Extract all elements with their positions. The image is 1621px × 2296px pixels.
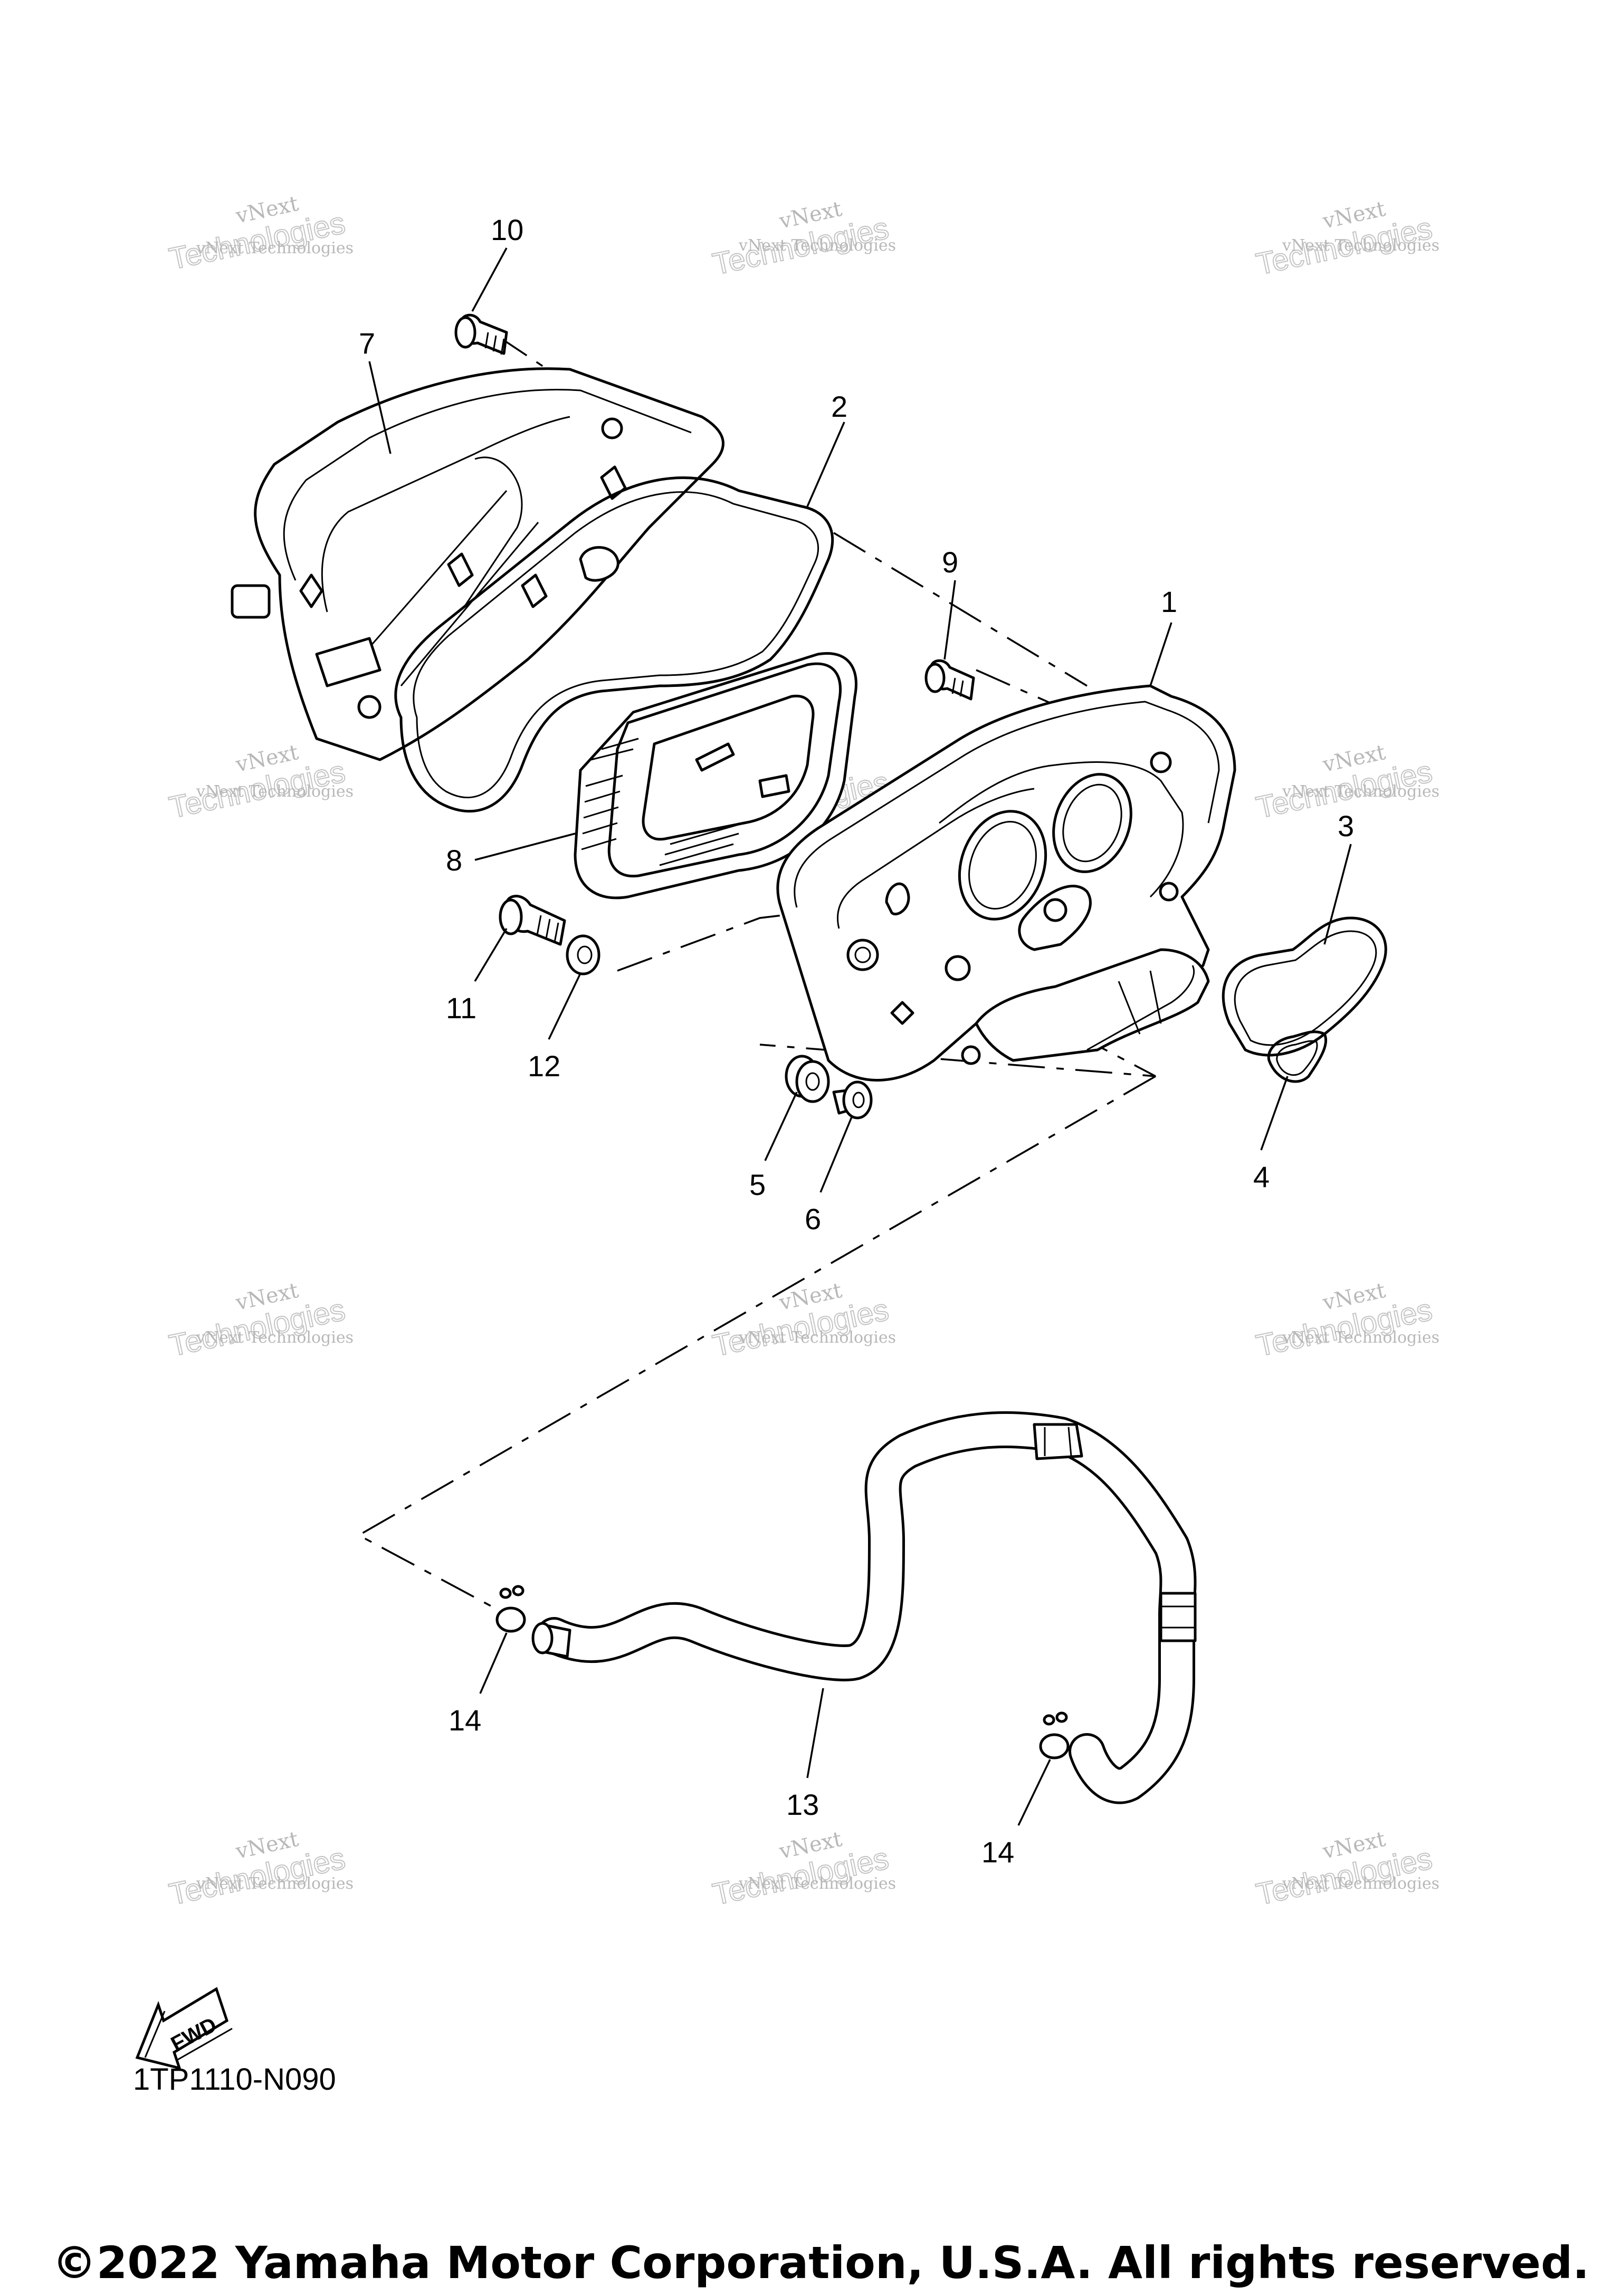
callout-11: 11	[446, 991, 476, 1025]
air-filter-case	[776, 684, 1236, 1082]
callout-14-right: 14	[981, 1835, 1014, 1869]
washer-part-12	[566, 934, 600, 975]
callout-10: 10	[491, 213, 523, 246]
hose-clip-part-14-left	[495, 1585, 526, 1633]
callout-3: 3	[1338, 809, 1354, 843]
watermark-small: vNext Technologies	[196, 1874, 354, 1893]
assembly-line-hose	[357, 1075, 1156, 1615]
watermark: vNext Technologies	[166, 740, 349, 826]
grommet-part-5	[785, 1055, 830, 1103]
callout-7: 7	[359, 327, 375, 360]
watermark: vNext Technologies	[1253, 197, 1436, 282]
watermark-small: vNext Technologies	[1282, 1328, 1439, 1347]
watermark: vNext Technologies	[709, 1278, 892, 1364]
bolt-part-11	[499, 895, 566, 946]
watermark-small: vNext Technologies	[196, 239, 354, 257]
callout-5: 5	[749, 1168, 766, 1201]
seal-part-4	[1267, 1030, 1328, 1083]
watermark: vNext Technologies	[1253, 1827, 1436, 1912]
leader-lines	[368, 247, 1352, 1826]
collar-part-6	[832, 1080, 873, 1120]
watermark: vNext Technologies	[709, 1827, 892, 1912]
watermark-small: vNext Technologies	[1282, 236, 1439, 255]
fwd-arrow-icon: FWD	[135, 1987, 233, 2070]
watermark: vNext Technologies	[709, 197, 892, 282]
watermark-small: vNext Technologies	[1282, 1874, 1439, 1893]
callout-6: 6	[805, 1202, 821, 1236]
callout-13: 13	[786, 1788, 819, 1821]
watermark-small: vNext Technologies	[196, 782, 354, 801]
watermark-small: vNext Technologies	[738, 236, 896, 255]
callout-2: 2	[831, 390, 847, 423]
callout-4: 4	[1253, 1160, 1270, 1193]
callout-14-left: 14	[449, 1704, 481, 1737]
assembly-line-washer-12	[617, 901, 892, 972]
callout-8: 8	[446, 844, 462, 877]
air-filter-element	[574, 652, 857, 900]
gasket-part-2	[394, 476, 834, 813]
copyright-notice: ©2022 Yamaha Motor Corporation, U.S.A. A…	[52, 2237, 1589, 2289]
screw-part-9	[924, 659, 975, 701]
gasket-part-3	[1222, 916, 1387, 1057]
breather-hose-part-13	[531, 1411, 1197, 1804]
watermark: vNext Technologies	[1253, 1278, 1436, 1364]
air-filter-cover	[231, 367, 724, 761]
watermark-small: vNext Technologies	[1282, 782, 1439, 801]
watermark-small: vNext Technologies	[196, 1328, 354, 1347]
diagram-code: 1TP1110-N090	[133, 2062, 336, 2097]
callout-1: 1	[1161, 585, 1177, 618]
screw-part-10	[454, 313, 508, 355]
assembly-line-cover-case	[833, 532, 1088, 687]
hose-clip-part-14-right	[1039, 1711, 1070, 1759]
callout-12: 12	[528, 1049, 560, 1083]
watermark-small: vNext Technologies	[738, 1328, 896, 1347]
watermark: vNext Technologies	[166, 192, 349, 277]
watermark-small: vNext Technologies	[738, 1874, 896, 1893]
callout-9: 9	[942, 546, 958, 579]
callout-labels: 10 7 2 9 1 3 8 11 12 5 6 4 14 13 14	[359, 213, 1354, 1869]
watermark: vNext Technologies	[166, 1827, 349, 1912]
watermark: vNext Technologies	[166, 1278, 349, 1364]
